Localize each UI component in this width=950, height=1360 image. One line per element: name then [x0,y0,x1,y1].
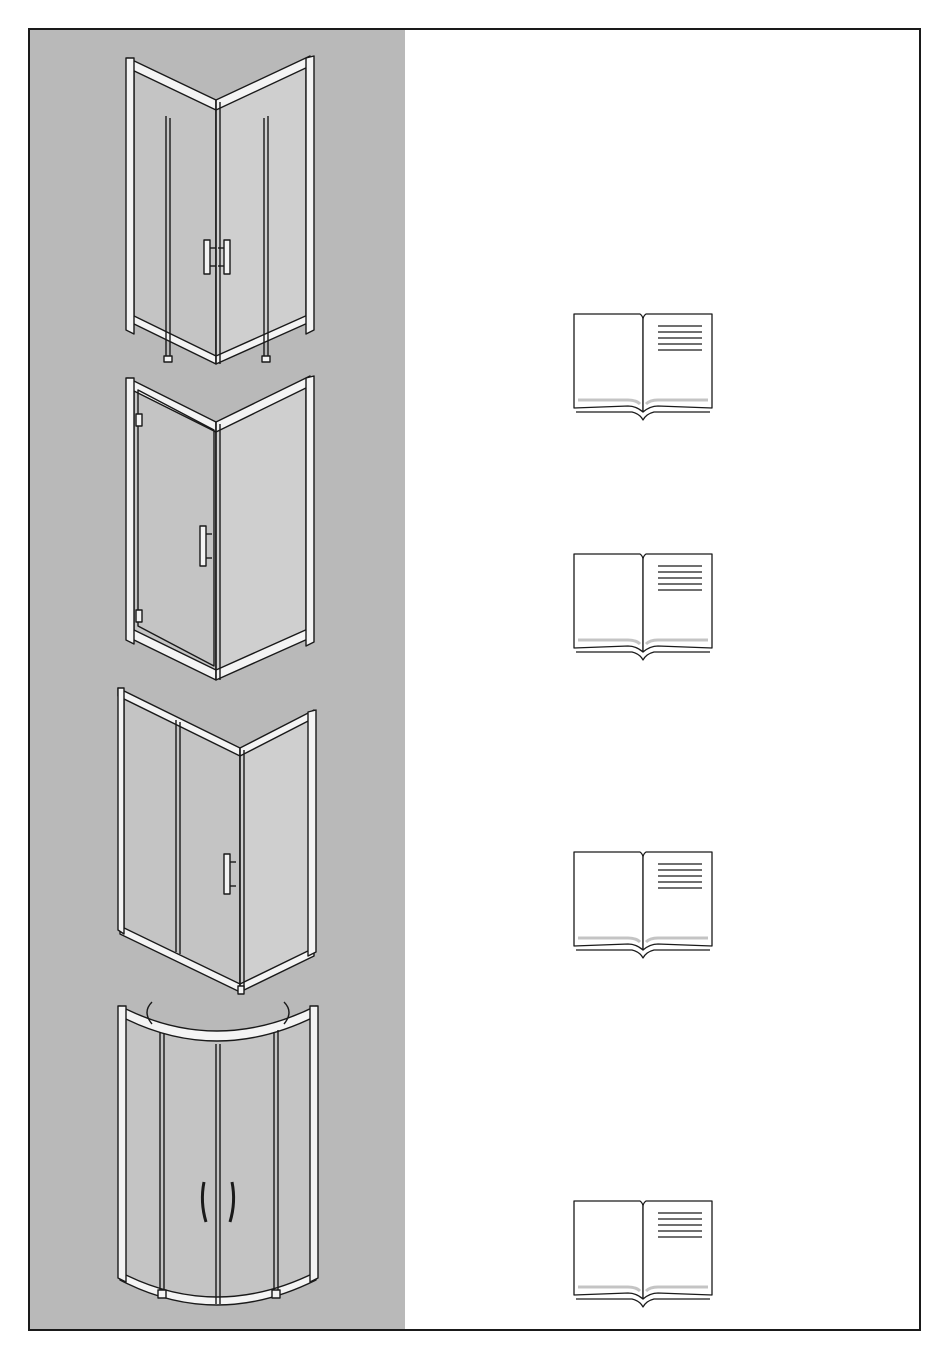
product-sliding-door-side-panel-enclosure [112,682,322,1002]
product-sliding-corner-enclosure [120,50,320,390]
open-book-icon [570,548,716,664]
product-quadrant-enclosure [112,996,322,1316]
product-illustration-panel [30,30,405,1329]
manual-link-2[interactable] [570,548,716,664]
instruction-content-panel [405,30,919,1329]
page-frame [28,28,921,1331]
product-pivot-door-enclosure [120,370,320,690]
shower-enclosure-pivot-door-icon [120,370,320,690]
open-book-icon [570,1195,716,1311]
open-book-icon [570,308,716,424]
shower-enclosure-sliding-corner-icon [120,50,320,390]
manual-link-1[interactable] [570,308,716,424]
open-book-icon [570,846,716,962]
manual-link-4[interactable] [570,1195,716,1311]
shower-enclosure-quadrant-icon [112,996,322,1316]
shower-enclosure-sliding-side-panel-icon [112,682,322,1002]
manual-link-3[interactable] [570,846,716,962]
